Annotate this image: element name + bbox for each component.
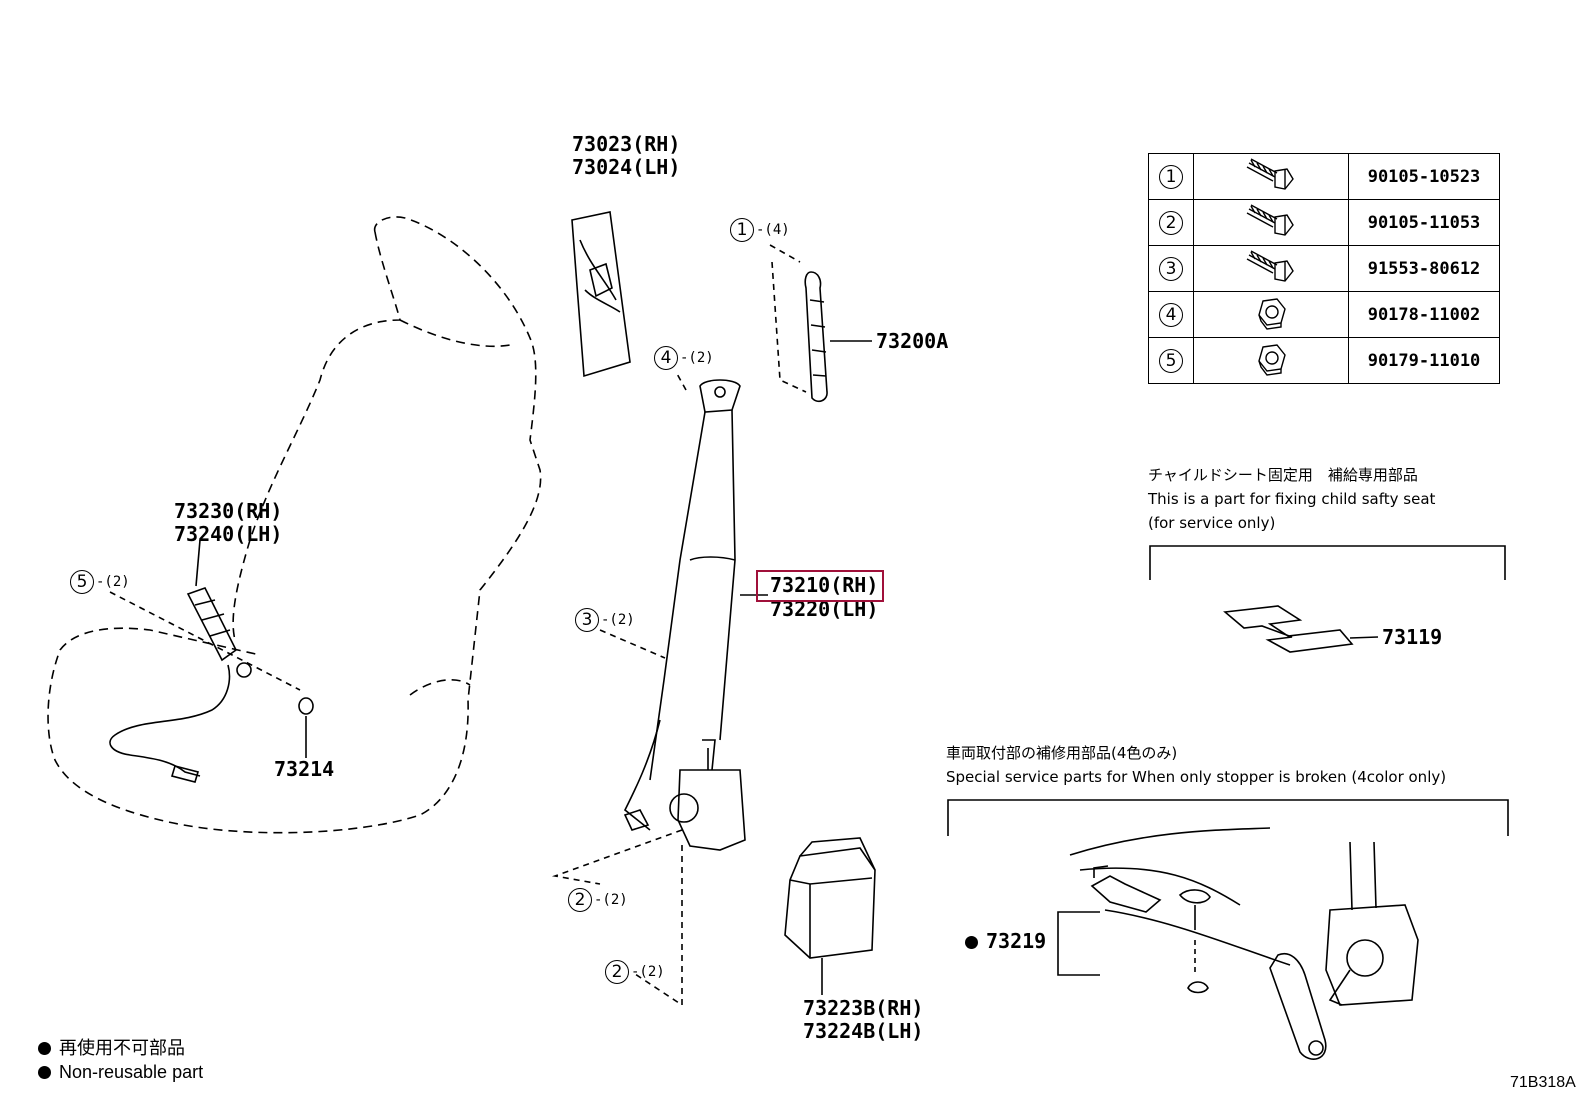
non-reusable-dot-icon bbox=[965, 936, 978, 949]
callout-3[interactable]: 3-(2) bbox=[575, 608, 635, 632]
bullet-icon bbox=[38, 1042, 51, 1055]
part-number-cell[interactable]: 90105-10523 bbox=[1348, 153, 1500, 200]
callout-qty: -(2) bbox=[680, 350, 714, 366]
child-seat-bracket-part bbox=[1223, 605, 1379, 653]
label-73230[interactable]: 73230(RH) bbox=[174, 499, 283, 523]
callout-number: 3 bbox=[575, 608, 599, 632]
seat-belt-assembly bbox=[623, 379, 768, 851]
pillar-trim-part bbox=[571, 211, 631, 378]
label-73224b[interactable]: 73224B(LH) bbox=[803, 1019, 924, 1043]
diagram-code: 71B318A bbox=[1510, 1074, 1576, 1091]
washer-part bbox=[298, 697, 314, 715]
callout-number: 1 bbox=[730, 218, 754, 242]
label-73219-text: 73219 bbox=[986, 929, 1047, 953]
table-row[interactable]: 2 90105-11053 bbox=[1148, 199, 1500, 246]
label-73219[interactable]: 73219 bbox=[965, 930, 1046, 953]
part-number-cell[interactable]: 90179-11010 bbox=[1348, 337, 1500, 384]
label-73223b[interactable]: 73223B(RH) bbox=[803, 996, 924, 1020]
label-73240[interactable]: 73240(LH) bbox=[174, 522, 283, 546]
label-73200a[interactable]: 73200A bbox=[876, 329, 949, 353]
legend-jp-text: 再使用不可部品 bbox=[59, 1038, 185, 1058]
callout-number: 4 bbox=[654, 346, 678, 370]
height-adjuster-part bbox=[804, 271, 872, 403]
child-seat-note-service: (for service only) bbox=[1148, 514, 1276, 532]
seat-outline bbox=[47, 216, 542, 834]
table-row[interactable]: 1 90105-10523 bbox=[1148, 153, 1500, 200]
callout-2a[interactable]: 2-(2) bbox=[568, 888, 628, 912]
callout-qty: -(4) bbox=[756, 222, 790, 238]
part-number-cell[interactable]: 90178-11002 bbox=[1348, 291, 1500, 338]
child-seat-note-jp: チャイルドシート固定用 補給専用部品 bbox=[1148, 466, 1418, 484]
label-73119[interactable]: 73119 bbox=[1382, 625, 1443, 649]
table-row[interactable]: 3 91553-80612 bbox=[1148, 245, 1500, 292]
bolt-icon bbox=[1246, 249, 1294, 282]
row-number: 4 bbox=[1159, 302, 1183, 327]
part-number-cell[interactable]: 91553-80612 bbox=[1348, 245, 1500, 292]
stopper-repair-assembly bbox=[1057, 827, 1419, 1060]
row-number: 5 bbox=[1159, 348, 1183, 373]
selected-part-highlight bbox=[756, 570, 884, 602]
stopper-note-en: Special service parts for When only stop… bbox=[946, 768, 1447, 786]
row-number: 3 bbox=[1159, 256, 1183, 281]
belt-cover-part bbox=[784, 837, 876, 995]
legend-en-text: Non-reusable part bbox=[59, 1062, 204, 1082]
legend-non-reusable-en: Non-reusable part bbox=[38, 1060, 203, 1084]
part-number-cell[interactable]: 90105-11053 bbox=[1348, 199, 1500, 246]
callout-number: 2 bbox=[605, 960, 629, 984]
legend-non-reusable-jp: 再使用不可部品 bbox=[38, 1036, 185, 1060]
bullet-icon bbox=[38, 1066, 51, 1079]
label-73210[interactable]: 73210(RH) bbox=[770, 573, 879, 597]
callout-number: 2 bbox=[568, 888, 592, 912]
callout-qty: -(2) bbox=[594, 892, 628, 908]
callout-qty: -(2) bbox=[601, 612, 635, 628]
callout-2b[interactable]: 2-(2) bbox=[605, 960, 665, 984]
bolt-icon bbox=[1246, 203, 1294, 236]
buckle-part bbox=[109, 539, 252, 783]
fastener-table: 1 90105-10523 2 90105-11053 3 91553-8061… bbox=[1148, 153, 1500, 384]
callout-4[interactable]: 4-(2) bbox=[654, 346, 714, 370]
nut-icon bbox=[1258, 297, 1286, 330]
callout-5[interactable]: 5-(2) bbox=[70, 570, 130, 594]
row-number: 1 bbox=[1159, 164, 1183, 189]
table-row[interactable]: 5 90179-11010 bbox=[1148, 337, 1500, 384]
label-73023[interactable]: 73023(RH) bbox=[572, 132, 681, 156]
bolt-icon bbox=[1246, 157, 1294, 190]
child-seat-note-en: This is a part for fixing child safty se… bbox=[1148, 490, 1436, 508]
label-73024[interactable]: 73024(LH) bbox=[572, 155, 681, 179]
nut-icon bbox=[1258, 343, 1286, 376]
callout-qty: -(2) bbox=[96, 574, 130, 590]
label-73214[interactable]: 73214 bbox=[274, 757, 335, 781]
callout-number: 5 bbox=[70, 570, 94, 594]
stopper-note-jp: 車両取付部の補修用部品(4色のみ) bbox=[946, 744, 1178, 762]
label-73220[interactable]: 73220(LH) bbox=[770, 597, 879, 621]
table-row[interactable]: 4 90178-11002 bbox=[1148, 291, 1500, 338]
callout-qty: -(2) bbox=[631, 964, 665, 980]
callout-1[interactable]: 1-(4) bbox=[730, 218, 790, 242]
row-number: 2 bbox=[1159, 210, 1183, 235]
